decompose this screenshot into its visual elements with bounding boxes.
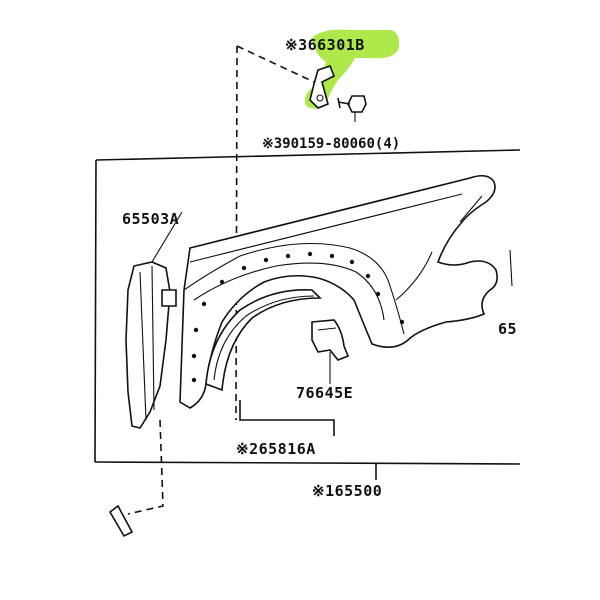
label-76645e: 76645E bbox=[296, 384, 353, 402]
label-65500: ※165500 bbox=[312, 482, 382, 500]
label-90159-80060: ※390159-80060(4) bbox=[262, 136, 400, 152]
label-65816a: ※265816A bbox=[236, 440, 316, 458]
label-66301b: ※366301B bbox=[285, 36, 365, 54]
highlight-marker bbox=[304, 29, 400, 109]
bolt-drawing bbox=[337, 95, 367, 113]
bracket-drawing bbox=[309, 65, 336, 109]
label-65-partial: 65 bbox=[498, 320, 517, 338]
wheel-liner-drawing bbox=[205, 289, 322, 392]
label-65503a: 65503A bbox=[122, 210, 179, 228]
clip-drawing bbox=[108, 504, 134, 538]
liner-bracket-drawing bbox=[311, 319, 350, 361]
assembly-frame bbox=[94, 149, 521, 465]
fender-panel-drawing bbox=[179, 174, 513, 409]
mudguard-seal-drawing bbox=[125, 261, 177, 429]
part-labels: ※366301B ※390159-80060(4) 65503A 65 7664… bbox=[122, 36, 517, 500]
dashed-leaders bbox=[127, 45, 315, 515]
leader-lines bbox=[151, 112, 377, 480]
